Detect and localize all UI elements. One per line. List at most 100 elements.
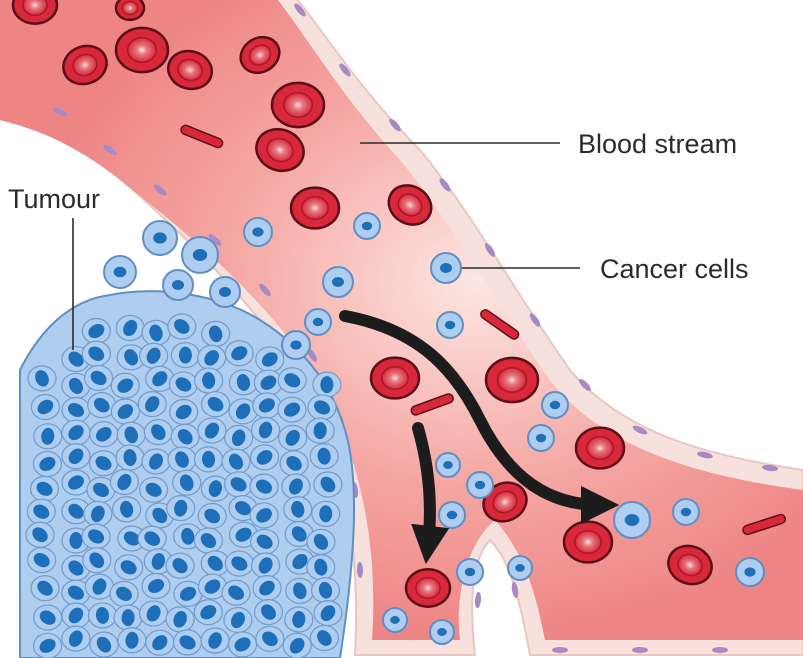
tumour-cell [309, 624, 340, 652]
tumour-cell [306, 528, 336, 555]
tumour-cell [81, 340, 111, 367]
escaping-cancer-cell [103, 255, 137, 289]
tumour-cell [197, 344, 227, 371]
tumour-cell [281, 473, 311, 500]
tumour-cell [61, 498, 91, 525]
tumour-cell [277, 396, 307, 423]
tumour-cell [224, 340, 254, 367]
tumour-cell [109, 580, 139, 607]
tumour-cell [194, 367, 224, 394]
red-blood-cell [166, 49, 214, 91]
cancer-cell [541, 391, 569, 419]
tumour-cell [117, 627, 147, 654]
tumour-cell [278, 424, 308, 451]
tumour-cell [249, 444, 280, 471]
cancer-cell [382, 607, 408, 633]
tumour-cell [145, 629, 175, 656]
tumour-cell [165, 552, 195, 579]
tumour-cell [284, 606, 314, 633]
arrow-main-flow [339, 310, 620, 525]
red-blood-cell [239, 35, 281, 75]
tumour-cell [110, 372, 140, 399]
tumour-cell [27, 547, 57, 574]
tumour-cell [250, 416, 281, 444]
tumour-cell [89, 631, 119, 658]
cancer-cell [438, 501, 466, 529]
tumour-cell [88, 450, 119, 477]
cancer-cell [735, 557, 765, 587]
escaping-cancer-cell [209, 276, 241, 308]
tumour-cell [114, 554, 144, 581]
red-blood-cell [387, 184, 433, 226]
red-blood-cell [270, 81, 326, 129]
tumour-cell [172, 629, 203, 656]
tumour-cell [141, 448, 171, 475]
tumour-cell [139, 600, 169, 627]
cancer-cell [353, 212, 381, 240]
escaping-cancer-cells [103, 217, 332, 360]
tumour-cell [200, 475, 231, 502]
tumour-cell [228, 398, 258, 425]
platelet [480, 309, 520, 340]
tumour-cell [33, 423, 63, 450]
tumour-cell [313, 600, 343, 627]
tumour-cell [307, 394, 337, 421]
red-blood-cell [114, 0, 146, 22]
tumour-cell [166, 495, 196, 522]
tumour-cell [139, 476, 169, 503]
platelet [180, 124, 224, 149]
tumour-cell [115, 444, 145, 471]
tumour-cell [252, 392, 282, 419]
tumour-cell [253, 598, 284, 626]
red-blood-cell [562, 520, 614, 564]
arrow-branch-flow [411, 422, 450, 565]
platelets [180, 124, 787, 536]
tumour-cell [223, 471, 254, 498]
tumour-cell [61, 419, 91, 446]
cancer-cell [527, 424, 555, 452]
tumour-cell [29, 475, 60, 502]
escaping-cancer-cell [181, 236, 219, 274]
tumour-cell [61, 443, 91, 470]
red-blood-cell [574, 426, 626, 470]
red-blood-cell [11, 0, 59, 25]
tumour-cell [84, 573, 115, 600]
tumour-cell [172, 469, 202, 496]
tumour-cell [193, 527, 223, 554]
tumour-cell [141, 319, 171, 346]
tumour-cell [137, 390, 167, 418]
tumour-cell [277, 367, 307, 394]
label-leaders [72, 142, 580, 350]
tumour-cell [251, 552, 281, 579]
tumour-cell [33, 604, 63, 631]
tumour-cell [61, 469, 91, 496]
tumour-cell [305, 417, 335, 444]
tumour-cell [110, 398, 140, 425]
tumour-cell [145, 365, 175, 392]
tumour-cell [224, 424, 254, 451]
escaping-cancer-cell [281, 330, 311, 360]
tumour-cell [83, 364, 114, 392]
tumour-cell [61, 396, 91, 424]
tumour-cell [173, 580, 203, 607]
cancer-cell [466, 471, 494, 499]
tumour-cell [249, 502, 279, 529]
tumour-cell [30, 575, 60, 602]
tumour-cell [116, 421, 146, 448]
tumour-cell [32, 450, 63, 478]
tumour-cell [309, 443, 339, 470]
tumour-cell [117, 525, 147, 552]
red-blood-cell [62, 44, 108, 86]
tumour-cell [115, 314, 145, 342]
tumour-cell [30, 393, 60, 421]
escaping-cancer-cell [243, 217, 273, 247]
tumour-cell [25, 521, 55, 548]
migration-arrows [339, 310, 620, 565]
tumour-cells [25, 313, 343, 658]
tumour-cell [255, 346, 285, 373]
tumour-cell [141, 572, 171, 600]
tumour-cell [32, 632, 63, 658]
tumour-cell [224, 550, 254, 577]
label-blood-stream: Blood stream [578, 129, 737, 159]
